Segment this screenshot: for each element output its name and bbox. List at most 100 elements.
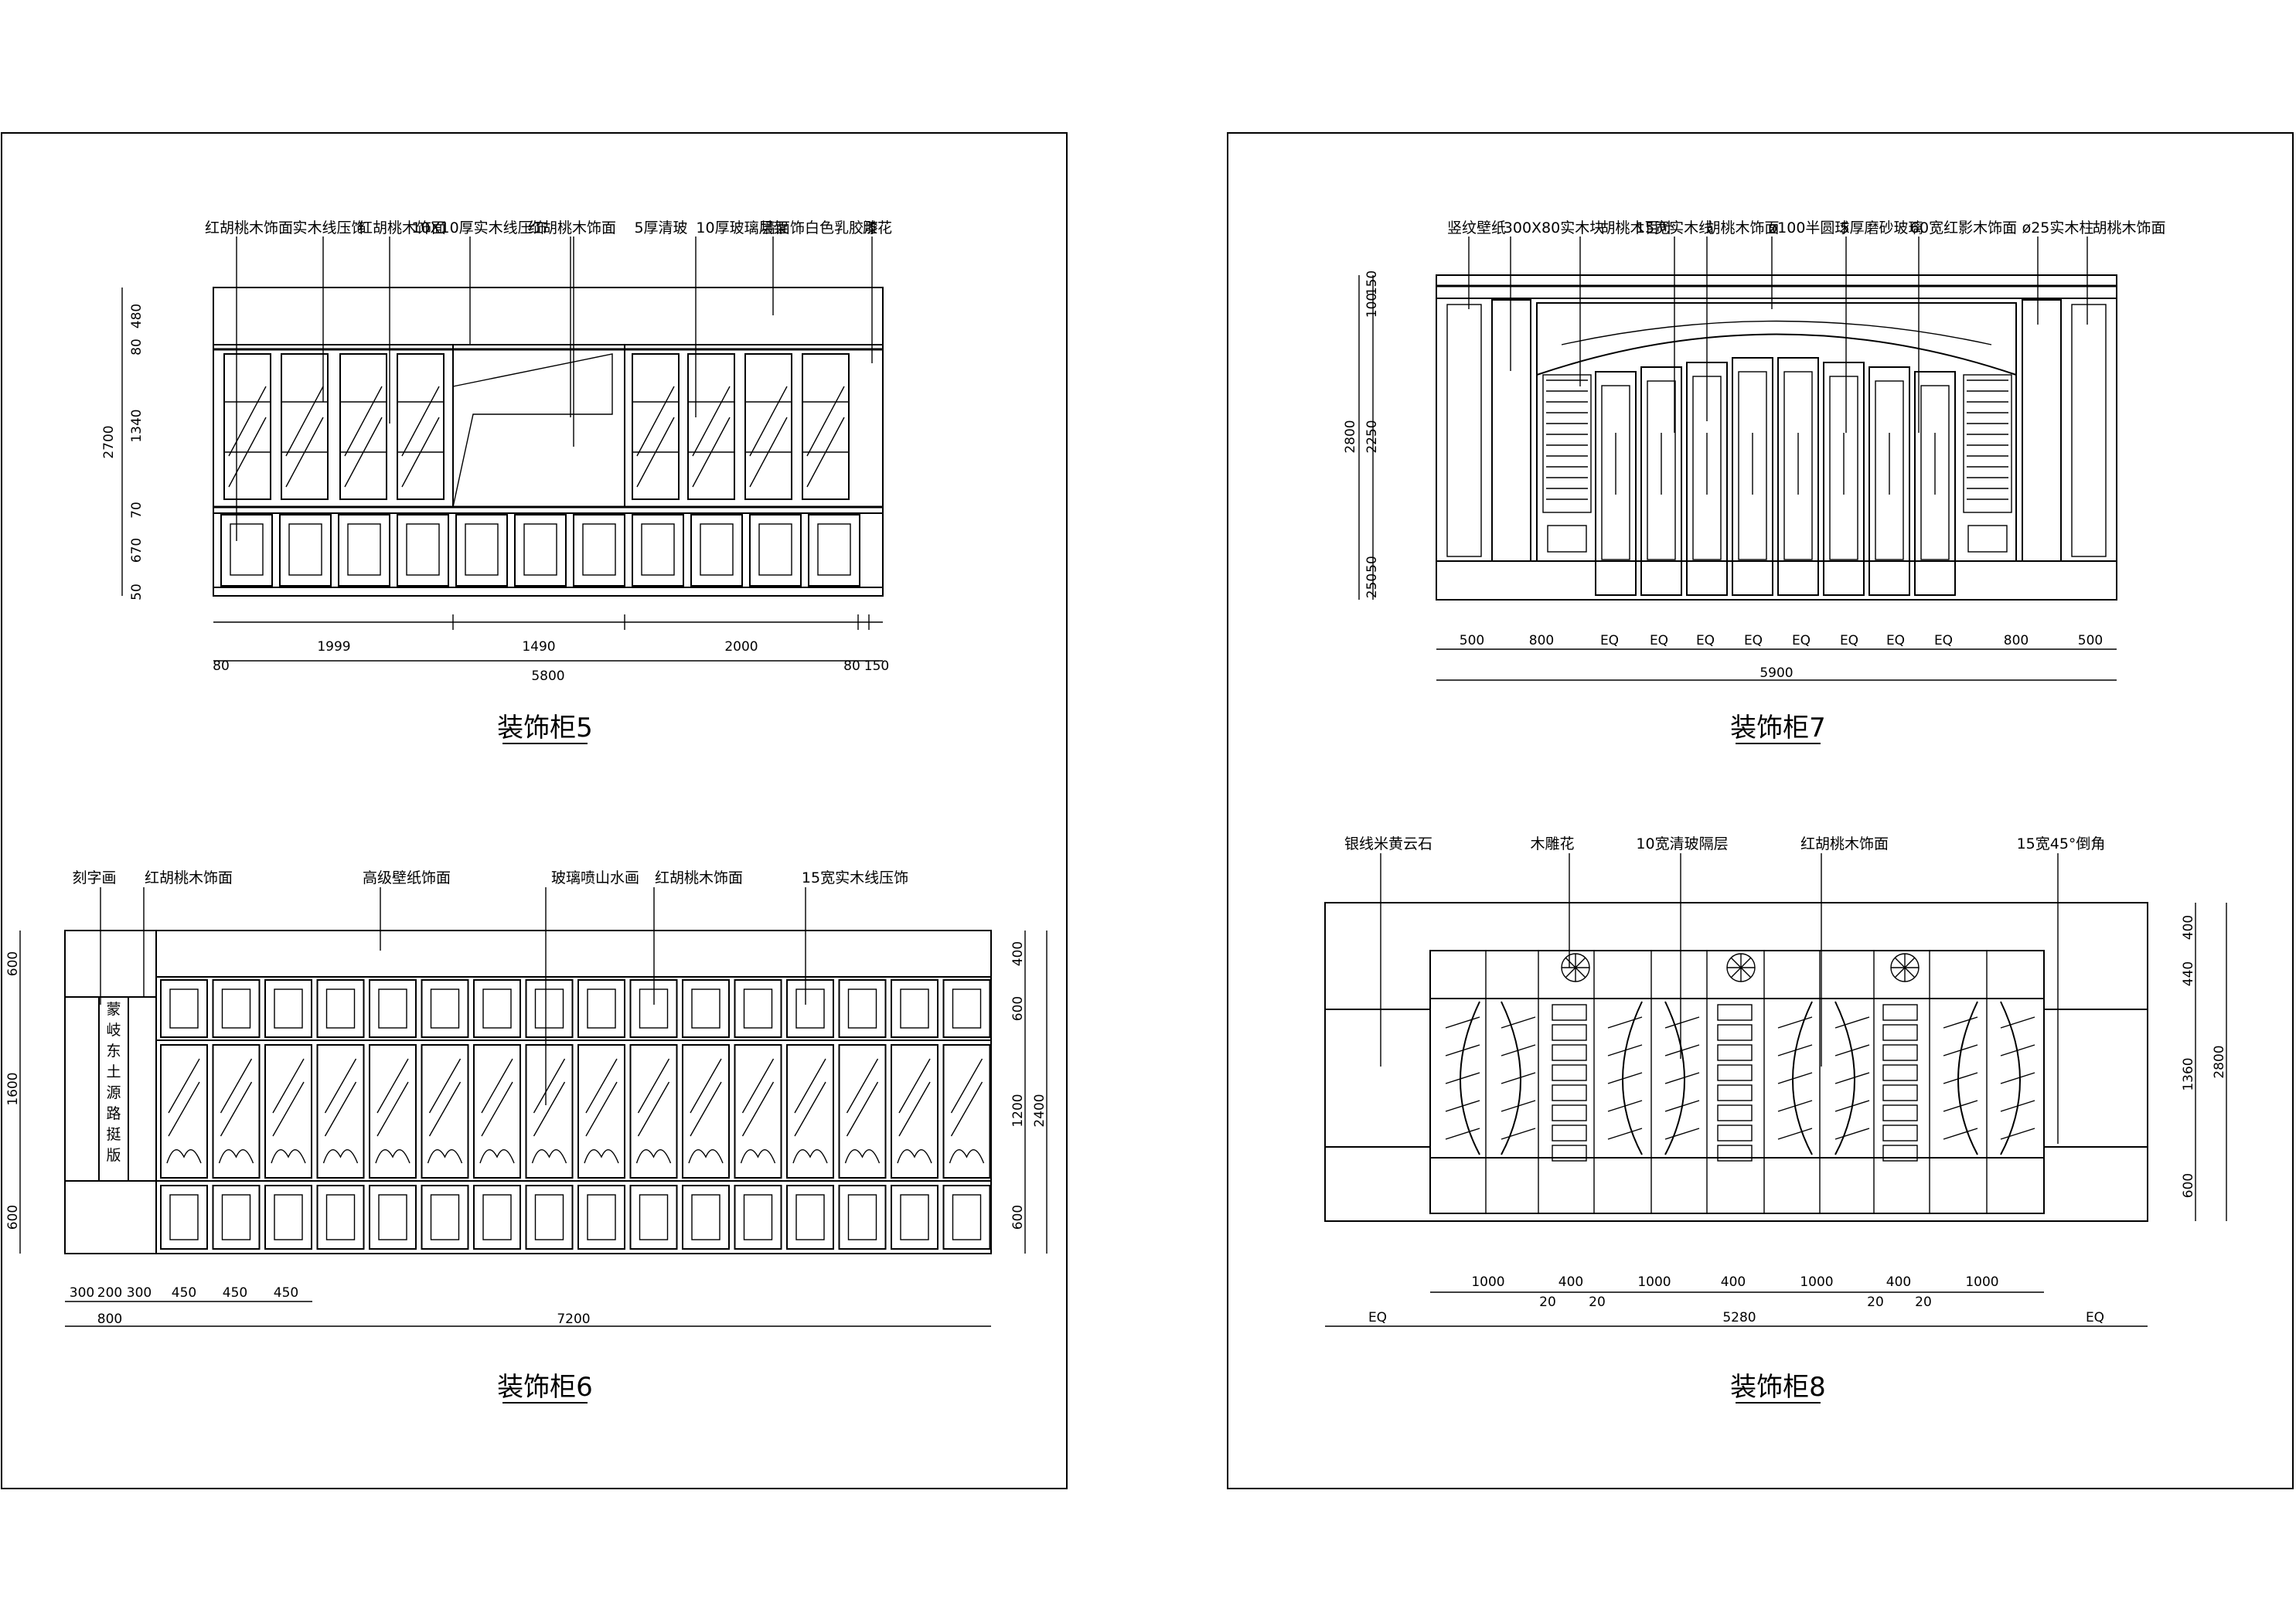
lower-door (891, 1185, 938, 1250)
right-sheet-frame (1227, 132, 2294, 1489)
glass-door (577, 1044, 625, 1179)
dimension-text: 2000 (724, 639, 758, 655)
dimension-text: 1200 (1010, 1094, 1026, 1127)
lower-door (525, 1185, 574, 1250)
dimension-text: 80 (213, 658, 230, 674)
dimension-text: EQ (2086, 1310, 2104, 1325)
lower-door (749, 514, 802, 587)
glass-door (734, 1044, 782, 1179)
upper-panel (838, 979, 887, 1038)
lower-door (573, 514, 625, 587)
glass-door (1868, 366, 1910, 596)
dimension-text: 80 (129, 339, 145, 356)
lower-door (264, 1185, 312, 1250)
dimension-text: 600 (1010, 996, 1026, 1021)
decor-panel (1547, 525, 1587, 553)
dimension-text: 1340 (129, 409, 145, 442)
dimension-text: 400 (1558, 1274, 1583, 1290)
cabinet-5-label: 红胡桃木饰面 (528, 219, 616, 236)
glass-door (160, 1044, 208, 1179)
dimension-total: 5800 (531, 669, 564, 684)
small-drawer (1552, 1125, 1587, 1142)
cabinet-7-label: 300X80实木块 (1504, 219, 1604, 236)
dimension-text: EQ (1744, 633, 1763, 648)
cabinet-7-label: ø25实木柱 (2022, 219, 2094, 236)
curved-shelf-panel (1460, 1001, 1480, 1155)
glass-door (632, 353, 680, 500)
cabinet-5-label: 雕花 (863, 219, 892, 236)
small-drawer (1882, 1004, 1918, 1021)
cabinet-5-label: 墙面饰白色乳胶漆 (761, 219, 878, 236)
small-drawer (1717, 1004, 1753, 1021)
landscape-motif (740, 1149, 776, 1164)
small-drawer (1552, 1064, 1587, 1081)
dimension-text: 400 (2181, 915, 2196, 940)
small-drawer (1552, 1004, 1587, 1021)
dimension-text: EQ (1696, 633, 1715, 648)
small-drawer (1882, 1044, 1918, 1061)
cabinet-8-elevation (1324, 902, 2227, 1327)
glass-door (687, 353, 735, 500)
upper-panel (316, 979, 365, 1038)
landscape-motif (897, 1149, 932, 1164)
cabinet-5-label: 10X10厚实木线压饰 (411, 219, 547, 236)
dimension-text: 500 (2078, 633, 2103, 648)
cabinet-8-label: 红胡桃木饰面 (1800, 835, 1889, 852)
landscape-motif (688, 1149, 724, 1164)
glass-door (682, 1044, 730, 1179)
lower-door (838, 1185, 887, 1250)
small-drawer (1882, 1064, 1918, 1081)
decor-panel (1967, 525, 2008, 553)
lower-door (421, 1185, 469, 1250)
dimension-text: 1000 (1965, 1274, 1998, 1290)
upper-panel (212, 979, 261, 1038)
lower-door (455, 514, 508, 587)
dimension-text: 450 (223, 1285, 247, 1301)
glass-door (1914, 371, 1956, 596)
cabinet-8-leaders (1380, 853, 2059, 1144)
glass-door (891, 1044, 938, 1179)
landscape-motif (427, 1149, 463, 1164)
cabinet-6-label: 15宽实木线压饰 (802, 869, 908, 886)
calligraphy-char: 路 (106, 1105, 121, 1122)
cabinet-8-label: 15宽45°倒角 (2017, 835, 2106, 852)
cabinet-8-label: 木雕花 (1530, 835, 1574, 852)
dimension-text: EQ (1934, 633, 1953, 648)
cabinet-7-label: 胡桃木饰面 (1705, 219, 1779, 236)
small-drawer (1717, 1024, 1753, 1041)
small-drawer (1717, 1064, 1753, 1081)
cabinet-5-title: 装饰柜5 (497, 713, 593, 743)
calligraphy-char: 岐 (106, 1022, 121, 1039)
cabinet-6-label: 刻字画 (72, 869, 116, 886)
landscape-motif (218, 1149, 254, 1164)
small-drawer (1882, 1024, 1918, 1041)
glass-door (397, 353, 445, 500)
lower-door (808, 514, 860, 587)
dimension-text: 1000 (1637, 1274, 1671, 1290)
dimension-text: 20 (1589, 1295, 1606, 1310)
dimension-text: 800 (1529, 633, 1554, 648)
glass-door (421, 1044, 469, 1179)
dimension-text: 1000 (1800, 1274, 1833, 1290)
lower-door (514, 514, 567, 587)
dimension-text: 250 (1364, 573, 1380, 598)
upper-panel (891, 979, 938, 1038)
glass-door (339, 353, 387, 500)
lower-door (577, 1185, 625, 1250)
dimension-text: 400 (1010, 941, 1026, 966)
dimension-text: 450 (172, 1285, 196, 1301)
lower-door (786, 1185, 834, 1250)
lower-door (212, 1185, 261, 1250)
lower-door (397, 514, 449, 587)
dimension-text: EQ (1886, 633, 1905, 648)
lower-door (942, 1185, 991, 1250)
cabinet-6-label: 高级壁纸饰面 (363, 869, 451, 886)
dimension-total: 2800 (2212, 1045, 2227, 1078)
small-drawer (1717, 1145, 1753, 1162)
cabinet-6-elevation (19, 930, 1048, 1327)
glass-door (942, 1044, 991, 1179)
dimension-text: 600 (1010, 1205, 1026, 1230)
upper-panel (369, 979, 417, 1038)
dimension-text: 300 (70, 1285, 94, 1301)
